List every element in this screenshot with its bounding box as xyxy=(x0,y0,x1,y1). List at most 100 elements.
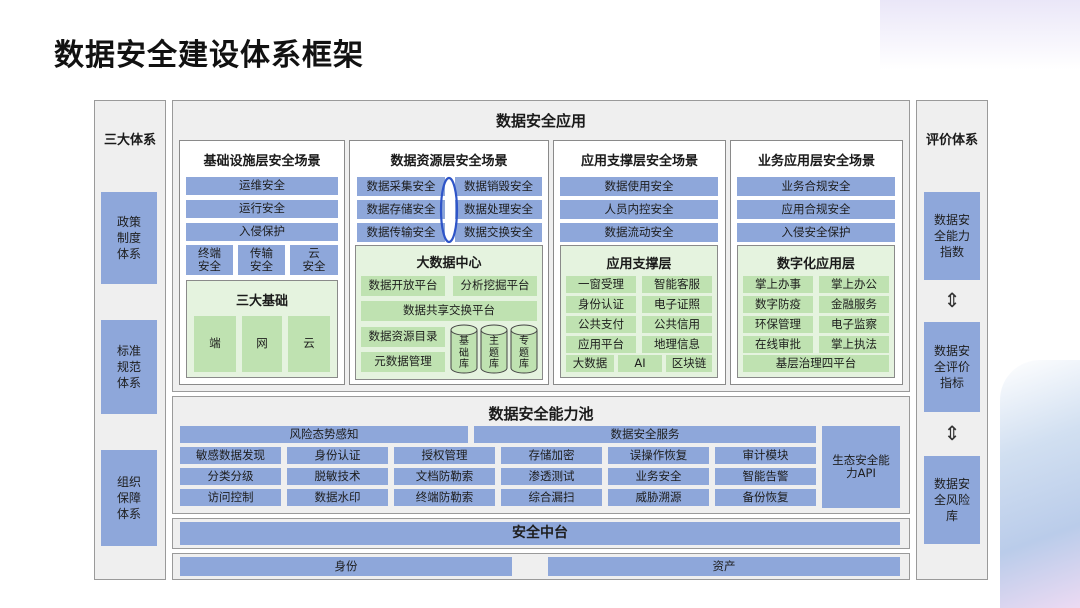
support-layer-item: 应用平台 xyxy=(566,336,636,353)
capability-item: 授权管理 xyxy=(394,447,495,464)
capability-index-box: 数据安 全能力 指数 xyxy=(924,192,980,280)
capability-item: 分类分级 xyxy=(180,468,281,485)
digital-app-item: 环保管理 xyxy=(743,316,813,333)
support-item: 人员内控安全 xyxy=(560,200,718,219)
capability-item: 备份恢复 xyxy=(715,489,816,506)
resource-title: 数据资源层安全场景 xyxy=(390,154,508,169)
infra-item: 入侵保护 xyxy=(186,223,338,241)
big-data-item: 分析挖掘平台 xyxy=(453,276,537,296)
asset-bar: 资产 xyxy=(548,557,900,576)
capability-item: 渗透测试 xyxy=(501,468,602,485)
resource-item: 数据销毁安全 xyxy=(455,177,542,196)
digital-app-item: 电子监察 xyxy=(819,316,889,333)
security-service-bar: 数据安全服务 xyxy=(474,426,816,443)
support-layer-item: 智能客服 xyxy=(642,276,712,293)
business-title: 业务应用层安全场景 xyxy=(757,154,875,169)
capability-item: 身份认证 xyxy=(287,447,388,464)
resource-item: 数据处理安全 xyxy=(455,200,542,219)
database-cylinder: 主 题 库 xyxy=(480,324,508,374)
policy-system-box: 政策 制度 体系 xyxy=(101,192,157,284)
infra-item: 运行安全 xyxy=(186,200,338,218)
big-data-center-title: 大数据中心 xyxy=(416,256,482,271)
business-item: 应用合规安全 xyxy=(737,200,895,219)
digital-app-item: 在线审批 xyxy=(743,336,813,353)
digital-app-item: 基层治理四平台 xyxy=(743,355,889,372)
left-system-title: 三大体系 xyxy=(103,133,156,148)
organization-system-box: 组织 保障 体系 xyxy=(101,450,157,546)
capability-item: 误操作恢复 xyxy=(608,447,709,464)
background-decoration xyxy=(1000,360,1080,608)
capability-item: 文档防勒索 xyxy=(394,468,495,485)
capability-item: 智能告警 xyxy=(715,468,816,485)
double-arrow-icon: ⇕ xyxy=(943,421,961,445)
capability-item: 业务安全 xyxy=(608,468,709,485)
capability-item: 脱敏技术 xyxy=(287,468,388,485)
infra-small-item: 终端 安全 xyxy=(186,245,233,275)
business-item: 业务合规安全 xyxy=(737,177,895,196)
capability-item: 敏感数据发现 xyxy=(180,447,281,464)
database-cylinder: 基 础 库 xyxy=(450,324,478,374)
support-layer-item: 身份认证 xyxy=(566,296,636,313)
support-layer-item: 公共支付 xyxy=(566,316,636,333)
page-title: 数据安全建设体系框架 xyxy=(54,38,364,73)
support-layer-item: AI xyxy=(618,355,662,372)
capability-item: 终端防勒索 xyxy=(394,489,495,506)
lifecycle-link-icon xyxy=(439,176,459,244)
foundation-item: 云 xyxy=(288,316,330,372)
capability-item: 审计模块 xyxy=(715,447,816,464)
identity-bar: 身份 xyxy=(180,557,512,576)
right-evaluation-title: 评价体系 xyxy=(925,133,978,148)
support-layer-item: 一窗受理 xyxy=(566,276,636,293)
foundation-item: 端 xyxy=(194,316,236,372)
standard-system-box: 标准 规范 体系 xyxy=(101,320,157,414)
cylinder-label: 主 题 库 xyxy=(489,336,499,370)
support-layer-item: 大数据 xyxy=(566,355,614,372)
cylinder-label: 专 题 库 xyxy=(519,336,529,370)
evaluation-indicator-box: 数据安 全评价 指标 xyxy=(924,322,980,412)
digital-app-item: 掌上办公 xyxy=(819,276,889,293)
support-item: 数据流动安全 xyxy=(560,223,718,242)
support-layer-title: 应用支撑层 xyxy=(606,257,672,272)
capability-item: 威胁溯源 xyxy=(608,489,709,506)
support-layer-item: 公共信用 xyxy=(642,316,712,333)
resource-item: 数据采集安全 xyxy=(357,177,445,196)
big-data-item: 数据开放平台 xyxy=(361,276,445,296)
big-data-item: 数据资源目录 xyxy=(361,327,445,347)
infra-title: 基础设施层安全场景 xyxy=(203,154,321,169)
eco-api-box: 生态安全能 力API xyxy=(822,426,900,508)
capability-item: 综合漏扫 xyxy=(501,489,602,506)
three-foundations-title: 三大基础 xyxy=(235,294,288,309)
capability-item: 访问控制 xyxy=(180,489,281,506)
support-layer-item: 区块链 xyxy=(666,355,712,372)
digital-app-item: 数字防疫 xyxy=(743,296,813,313)
resource-item: 数据传输安全 xyxy=(357,223,445,242)
background-gradient-top xyxy=(880,0,1080,70)
capability-pool-title: 数据安全能力池 xyxy=(488,405,594,423)
support-item: 数据使用安全 xyxy=(560,177,718,196)
digital-app-layer-title: 数字化应用层 xyxy=(776,257,855,272)
capability-item: 数据水印 xyxy=(287,489,388,506)
application-title: 数据安全应用 xyxy=(495,112,586,130)
risk-library-box: 数据安 全风险 库 xyxy=(924,456,980,544)
big-data-item: 数据共享交换平台 xyxy=(361,301,537,321)
risk-awareness-bar: 风险态势感知 xyxy=(180,426,468,443)
digital-app-item: 掌上执法 xyxy=(819,336,889,353)
foundation-item: 网 xyxy=(242,316,282,372)
business-item: 入侵安全保护 xyxy=(737,223,895,242)
security-platform-bar: 安全中台 xyxy=(180,522,900,545)
support-title: 应用支撑层安全场景 xyxy=(580,154,698,169)
big-data-item: 元数据管理 xyxy=(361,352,445,372)
resource-item: 数据交换安全 xyxy=(455,223,542,242)
infra-small-item: 云 安全 xyxy=(290,245,338,275)
digital-app-item: 金融服务 xyxy=(819,296,889,313)
resource-item: 数据存储安全 xyxy=(357,200,445,219)
cylinder-label: 基 础 库 xyxy=(459,336,469,370)
database-cylinder: 专 题 库 xyxy=(510,324,538,374)
infra-item: 运维安全 xyxy=(186,177,338,195)
support-layer-item: 地理信息 xyxy=(642,336,712,353)
support-layer-item: 电子证照 xyxy=(642,296,712,313)
digital-app-item: 掌上办事 xyxy=(743,276,813,293)
capability-item: 存储加密 xyxy=(501,447,602,464)
infra-small-item: 传输 安全 xyxy=(238,245,285,275)
double-arrow-icon: ⇕ xyxy=(943,288,961,312)
